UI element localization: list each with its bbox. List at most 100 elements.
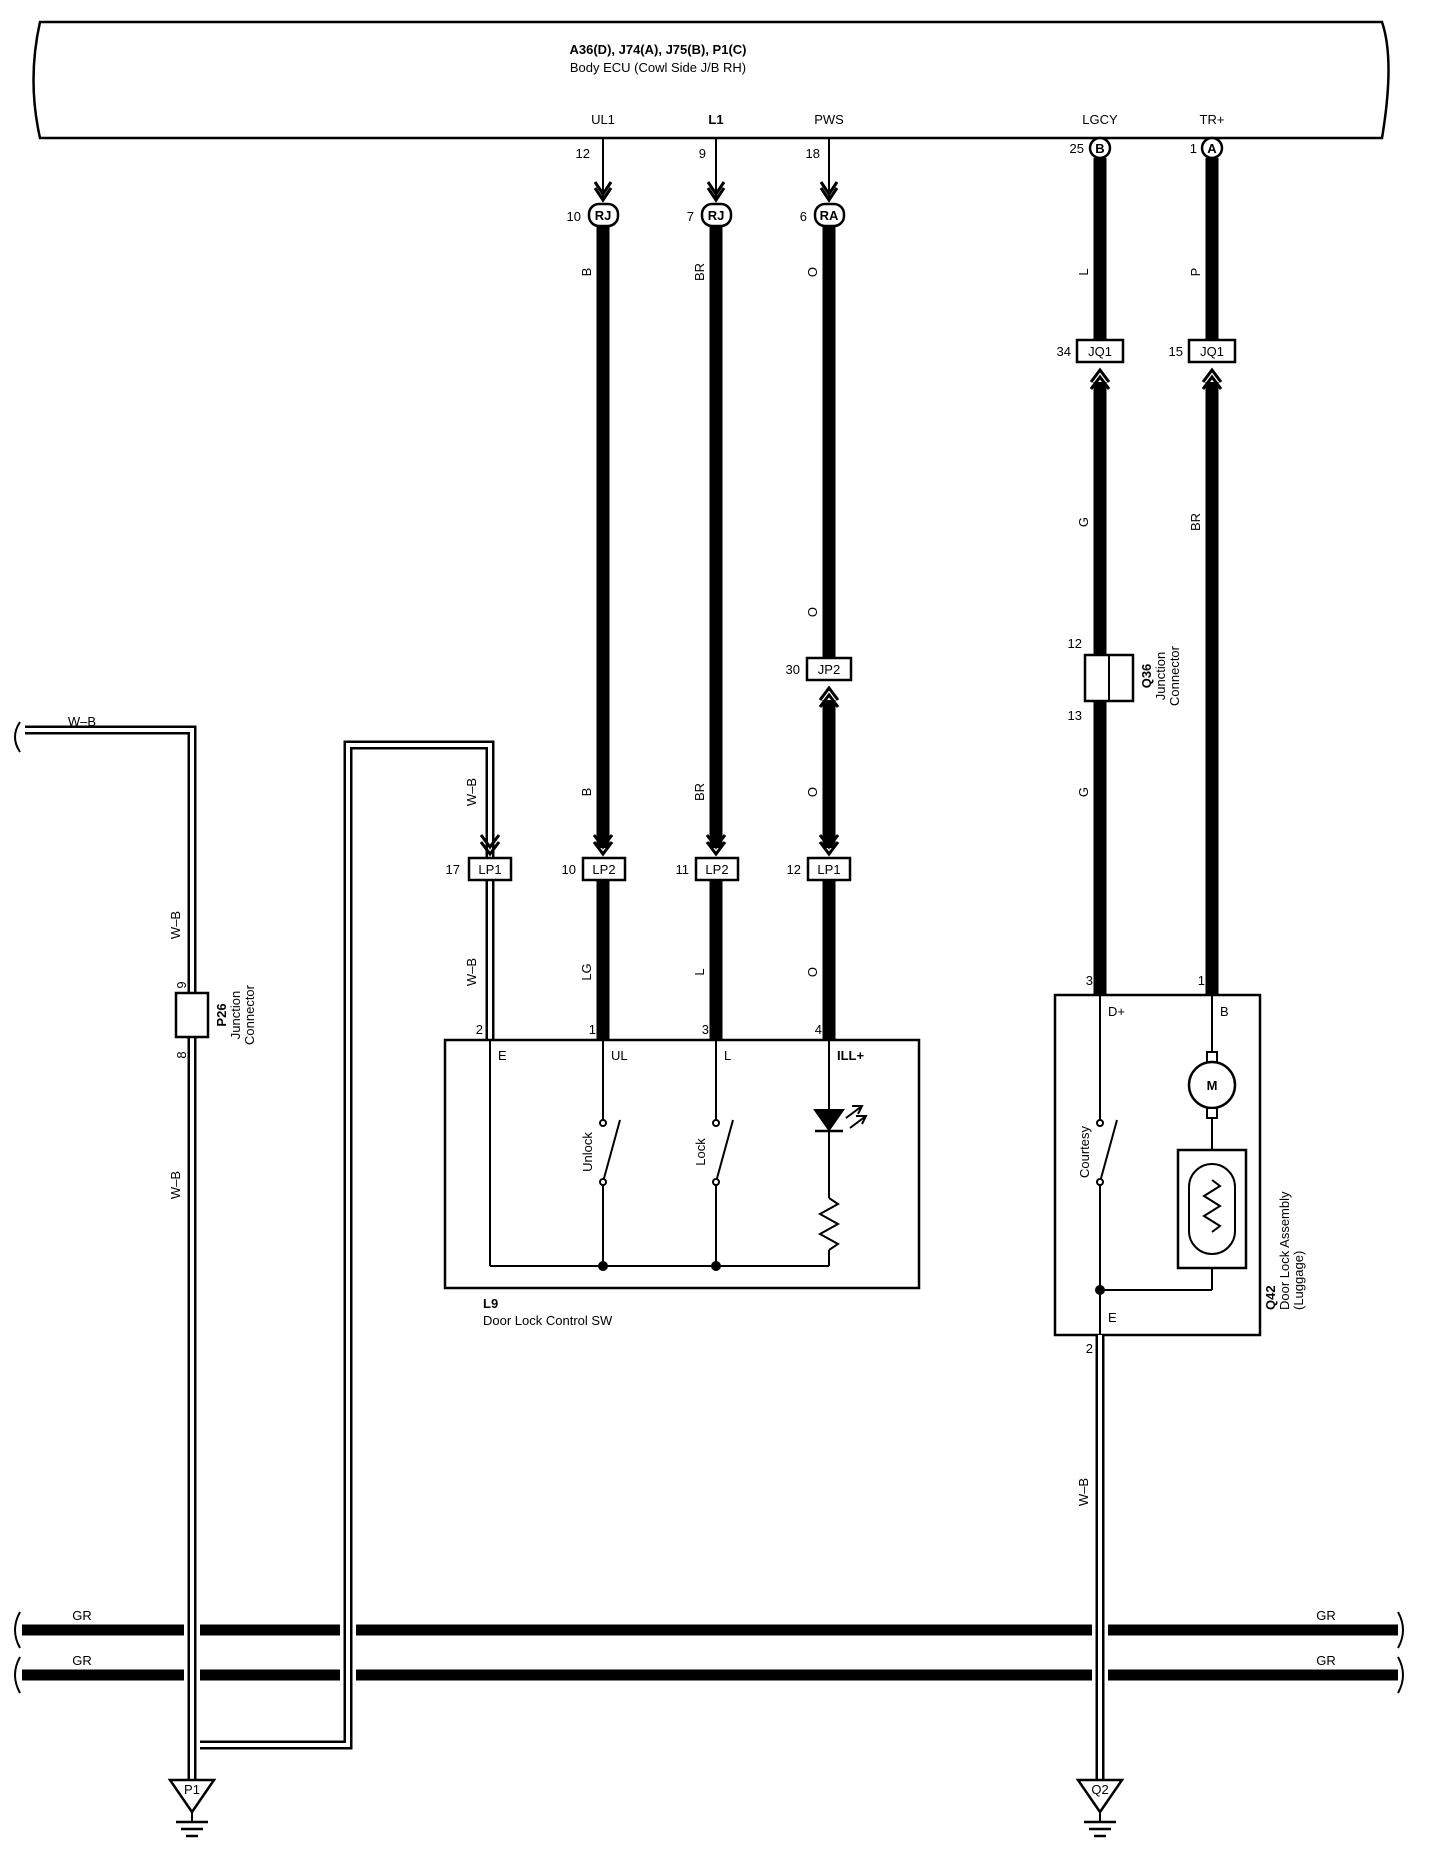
connector-lp1-a-pin: 17 xyxy=(446,862,460,877)
wire-label-gr-2: GR xyxy=(72,1653,92,1668)
l9-pin-num-ill: 4 xyxy=(815,1022,822,1037)
connector-lp2-b: LP2 xyxy=(705,862,728,877)
wire-label-wb-l9-1: W–B xyxy=(464,778,479,806)
connector-rj-1: RJ xyxy=(595,208,612,223)
p26-desc2: Connector xyxy=(242,984,257,1045)
l9-pin-name-ill: ILL+ xyxy=(837,1048,864,1063)
lgcy-conn-letter: B xyxy=(1095,141,1104,156)
ecu-pin-name-pws: PWS xyxy=(814,112,844,127)
q36-pin-top: 12 xyxy=(1068,636,1082,651)
connector-lp1-a: LP1 xyxy=(478,862,501,877)
switch-unlock-label: Unlock xyxy=(580,1132,595,1172)
ecu-pin-name-lgcy: LGCY xyxy=(1082,112,1118,127)
connector-lp1-b-pin: 12 xyxy=(787,862,801,877)
wire-label-gr-4: GR xyxy=(1316,1653,1336,1668)
gr-bus: GR GR GR GR xyxy=(14,1600,1404,1700)
l9-pin-name-l: L xyxy=(724,1048,731,1063)
wire-pws: 18 RA 6 O O JP2 30 O LP1 12 O xyxy=(786,138,853,1040)
switch-courtesy-label: Courtesy xyxy=(1077,1125,1092,1178)
p26-pin-top: 9 xyxy=(174,981,189,988)
wire-label-o-4: O xyxy=(805,967,820,977)
connector-rj-2-pin: 7 xyxy=(687,209,694,224)
q42-sub: (Luggage) xyxy=(1291,1251,1306,1310)
q42-id: Q42 xyxy=(1263,1285,1278,1310)
q42-pin-num-e: 2 xyxy=(1086,1341,1093,1356)
ground-q2-label: Q2 xyxy=(1091,1782,1108,1797)
ecu-pin-num-lgcy: 25 xyxy=(1070,141,1084,156)
wire-label-wb-left-2: W–B xyxy=(168,911,183,939)
p26-desc1: Junction xyxy=(228,991,243,1039)
ground-p1: P1 xyxy=(167,1778,217,1838)
connector-jp2-pin: 30 xyxy=(786,662,800,677)
wire-label-l-2: L xyxy=(692,968,707,975)
connector-jq1-a: JQ1 xyxy=(1088,344,1112,359)
q42-pin-name-d: D+ xyxy=(1108,1004,1125,1019)
connector-rj-2: RJ xyxy=(708,208,725,223)
wire-trplus: A 1 P JQ1 15 BR xyxy=(1169,136,1237,995)
q36-desc2: Connector xyxy=(1167,645,1182,706)
switch-lock-label: Lock xyxy=(693,1138,708,1166)
l9-pin-num-ul: 1 xyxy=(589,1022,596,1037)
wire-label-gr-3: GR xyxy=(1316,1608,1336,1623)
ground-q2: Q2 xyxy=(1075,1778,1125,1838)
ecu-pin-num-l1: 9 xyxy=(699,146,706,161)
body-ecu: A36(D), J74(A), J75(B), P1(C) Body ECU (… xyxy=(32,20,1390,140)
connector-lp2-a: LP2 xyxy=(592,862,615,877)
wire-label-o-2: O xyxy=(805,607,820,617)
wire-label-g-2: G xyxy=(1076,787,1091,797)
q42-name: Door Lock Assembly xyxy=(1277,1191,1292,1310)
l9-id: L9 xyxy=(483,1296,498,1311)
q42-pin-name-b: B xyxy=(1220,1004,1229,1019)
connector-lp1-b: LP1 xyxy=(817,862,840,877)
ground-p1-label: P1 xyxy=(184,1782,200,1797)
ecu-pin-name-ul1: UL1 xyxy=(591,112,615,127)
wire-label-wb-left-3: W–B xyxy=(168,1171,183,1199)
l9-pin-num-l: 3 xyxy=(702,1022,709,1037)
l9-name: Door Lock Control SW xyxy=(483,1313,613,1328)
ecu-pin-num-trplus: 1 xyxy=(1190,141,1197,156)
wire-label-b-1: B xyxy=(579,268,594,277)
wire-lgcy: B 25 L JQ1 34 G 12 13 Q36 Junction Conne… xyxy=(1057,136,1182,995)
q42-pin-num-b: 1 xyxy=(1198,973,1205,988)
connector-ra-pin: 6 xyxy=(800,209,807,224)
wire-wb-left: W–B W–B 9 8 P26 Junction Connector W–B xyxy=(14,714,257,1780)
door-lock-control-sw: 2 E 1 UL 3 L 4 ILL+ Unlock Lock L9 xyxy=(443,1022,921,1328)
wire-label-l-1: L xyxy=(1076,268,1091,275)
ecu-pin-name-trplus: TR+ xyxy=(1200,112,1225,127)
connector-ra: RA xyxy=(820,208,839,223)
connector-lp2-b-pin: 11 xyxy=(676,862,690,877)
connector-jq1-b: JQ1 xyxy=(1200,344,1224,359)
wire-label-gr-1: GR xyxy=(72,1608,92,1623)
connector-rj-1-pin: 10 xyxy=(567,209,581,224)
connector-jq1-b-pin: 15 xyxy=(1169,344,1183,359)
wire-label-wb-q42: W–B xyxy=(1076,1478,1091,1506)
l9-pin-name-ul: UL xyxy=(611,1048,628,1063)
ecu-pin-num-pws: 18 xyxy=(806,146,820,161)
l9-pin-name-e: E xyxy=(498,1048,507,1063)
q36-desc1: Junction xyxy=(1153,652,1168,700)
wire-label-br-3: BR xyxy=(1188,513,1203,531)
ecu-title: A36(D), J74(A), J75(B), P1(C) xyxy=(570,42,747,57)
q42-pin-name-e: E xyxy=(1108,1310,1117,1325)
q36-id: Q36 xyxy=(1139,664,1154,689)
wire-label-o-3: O xyxy=(805,787,820,797)
wire-label-g-1: G xyxy=(1076,517,1091,527)
door-lock-assembly: 3 D+ 1 B E 2 Courtesy M Q42 Door Lock As… xyxy=(1053,973,1306,1356)
wire-label-wb-left-1: W–B xyxy=(68,714,96,729)
wire-label-br-1: BR xyxy=(692,263,707,281)
ecu-pin-num-ul1: 12 xyxy=(576,146,590,161)
wire-wb-q42: W–B xyxy=(1076,1335,1105,1780)
connector-lp2-a-pin: 10 xyxy=(562,862,576,877)
wire-label-wb-l9-2: W–B xyxy=(464,958,479,986)
connector-jp2: JP2 xyxy=(818,662,840,677)
wire-label-b-2: B xyxy=(579,788,594,797)
q42-pin-num-d: 3 xyxy=(1086,973,1093,988)
motor-label: M xyxy=(1207,1078,1218,1093)
trplus-conn-letter: A xyxy=(1207,141,1217,156)
wire-wb-l9: W–B LP1 17 W–B xyxy=(200,740,513,1750)
ecu-pin-name-l1: L1 xyxy=(708,112,723,127)
wire-l1: 9 RJ 7 BR BR LP2 11 L xyxy=(676,138,740,1040)
wire-ul1: 12 RJ 10 B B LP2 10 LG xyxy=(562,138,627,1040)
l9-pin-num-e: 2 xyxy=(476,1022,483,1037)
